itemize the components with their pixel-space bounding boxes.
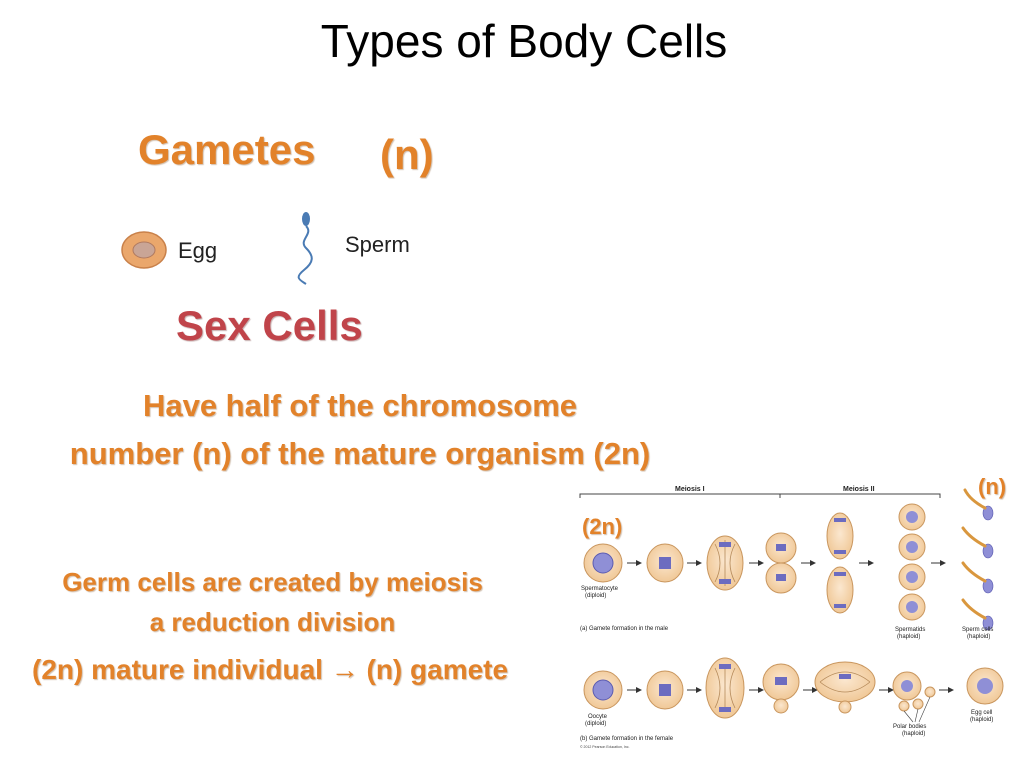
female-row [583,657,1004,723]
spermatids-haploid-label: (haploid) [897,634,920,640]
right-arrow-icon: → [330,654,359,685]
meiosis-1-label: Meiosis I [675,486,705,493]
egg-icon [121,231,167,269]
female-caption: (b) Gamete formation in the female [580,736,674,742]
oocyte-diploid-label: (diploid) [585,721,606,727]
meiosis-bracket [579,493,941,498]
sperm-label: Sperm [345,232,410,257]
egg-cell-label: Egg cell [971,710,992,716]
sperm-cells-label: Sperm cells [962,627,993,633]
sperm-icon [297,212,313,285]
male-caption: (a) Gamete formation in the male [580,626,669,632]
gamete-text: (n) gamete [366,654,509,685]
chromosome-line-1: Have half of the chromosome [142,388,578,423]
figure-diploid-label: (2n) [582,514,623,539]
sperm-cells-haploid-label: (haploid) [967,634,990,640]
ploidy-transition: (2n) mature individual → (n) gamete [32,654,508,686]
meiosis-2-label: Meiosis II [843,486,875,493]
chromosome-line-2: number (n) of the mature organism (2n) [69,436,651,471]
sex-cells-heading: Sex Cells [176,302,363,349]
gametes-ploidy: (n) [380,131,434,178]
germ-line-2: a reduction division [149,607,396,637]
male-row [583,488,994,631]
figure-haploid-label: (n) [978,474,1007,499]
gametes-heading: Gametes [138,126,316,173]
meiosis-figure: Meiosis I Meiosis II [579,486,1004,749]
spermatocyte-label: Spermatocyte [581,586,619,592]
germ-cells-description: Germ cells are created by meiosis a redu… [0,562,545,642]
egg-cell-haploid-label: (haploid) [970,717,993,723]
spermatocyte-diploid-label: (diploid) [585,593,606,599]
chromosome-description: Have half of the chromosome number (n) o… [0,382,720,478]
polar-bodies-label: Polar bodies [893,724,926,730]
mature-individual-text: (2n) mature individual [32,654,323,685]
egg-label: Egg [178,238,218,263]
germ-line-1: Germ cells are created by meiosis [62,567,483,597]
spermatids-label: Spermatids [895,627,925,633]
oocyte-label: Oocyte [588,714,608,720]
copyright-text: © 2012 Pearson Education, Inc. [580,745,629,749]
polar-bodies-haploid-label: (haploid) [902,731,925,737]
slide-title: Types of Body Cells [320,15,728,67]
